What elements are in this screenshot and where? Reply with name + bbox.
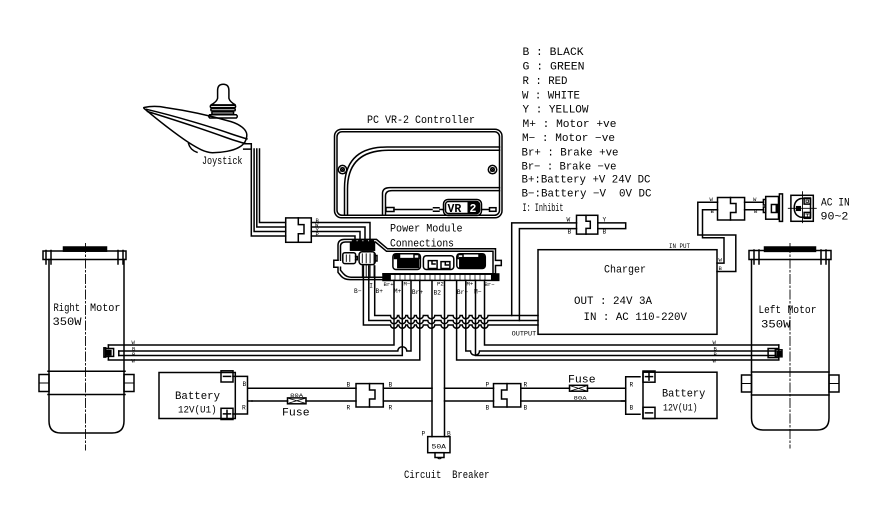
svg-text:IN PUT: IN PUT [669, 243, 690, 250]
svg-text:R: R [389, 405, 393, 412]
svg-text:Fuse: Fuse [282, 408, 310, 420]
svg-text:B: B [524, 405, 528, 412]
svg-text:B−:Battery −V 0V DC: B−:Battery −V 0V DC [522, 189, 652, 201]
svg-text:80A: 80A [574, 395, 588, 402]
svg-text:Y: Y [316, 226, 320, 233]
svg-text:Circuit Breaker: Circuit Breaker [404, 470, 490, 482]
svg-text:VR: VR [448, 203, 462, 216]
svg-text:B: B [754, 208, 758, 215]
svg-text:Y : YELLOW: Y : YELLOW [523, 105, 590, 117]
svg-text:P: P [422, 431, 426, 438]
svg-text:B: B [347, 382, 351, 389]
svg-text:90~2: 90~2 [821, 212, 849, 224]
svg-text:50A: 50A [432, 444, 447, 451]
svg-text:B: B [603, 229, 607, 236]
svg-text:Motor: Motor [90, 303, 121, 315]
svg-text:B: B [711, 208, 715, 215]
svg-text:B: B [568, 229, 572, 236]
svg-text:Battery: Battery [175, 391, 221, 403]
svg-text:B: B [316, 217, 320, 224]
svg-text:PC VR-2 Controller: PC VR-2 Controller [367, 115, 475, 127]
svg-text:P: P [486, 382, 490, 389]
svg-text:W : WHITE: W : WHITE [522, 91, 580, 103]
svg-text:B: B [714, 351, 718, 358]
svg-text:W: W [132, 339, 136, 346]
svg-text:Charger: Charger [604, 265, 646, 277]
svg-text:P2: P2 [437, 281, 444, 288]
svg-text:G : GREEN: G : GREEN [523, 62, 585, 74]
svg-text:IN : AC 110-220V: IN : AC 110-220V [584, 312, 688, 324]
svg-text:R: R [524, 382, 528, 389]
svg-text:Br+: Br+ [412, 289, 423, 296]
svg-text:Joystick: Joystick [202, 156, 243, 168]
svg-text:Br−: Br− [485, 281, 496, 288]
svg-text:B: B [132, 351, 136, 358]
svg-text:Right: Right [54, 303, 81, 315]
svg-text:B−: B− [354, 288, 362, 295]
svg-text:W: W [719, 257, 723, 264]
svg-text:Motor: Motor [788, 305, 817, 317]
svg-text:B: B [243, 381, 247, 388]
svg-text:B2: B2 [434, 290, 442, 297]
svg-text:Power Module: Power Module [390, 224, 463, 236]
svg-text:W: W [710, 196, 714, 203]
svg-text:W: W [713, 339, 717, 346]
svg-text:R: R [242, 405, 246, 412]
svg-text:OUT : 24V 3A: OUT : 24V 3A [574, 296, 653, 308]
svg-text:Br+ : Brake +ve: Br+ : Brake +ve [522, 148, 619, 160]
svg-text:2: 2 [470, 203, 477, 216]
svg-text:R : RED: R : RED [523, 76, 568, 88]
svg-text:B: B [630, 405, 634, 412]
svg-text:R: R [630, 382, 634, 389]
svg-text:350W: 350W [53, 317, 83, 329]
svg-text:B+: B+ [376, 288, 384, 295]
svg-text:B: B [714, 346, 718, 353]
svg-text:Left: Left [759, 305, 782, 317]
svg-text:Fuse: Fuse [568, 375, 596, 387]
svg-text:P: P [316, 231, 320, 238]
svg-text:R: R [347, 405, 351, 412]
svg-text:12V(U1): 12V(U1) [178, 405, 217, 417]
svg-text:M−: M− [474, 289, 482, 296]
svg-text:OUTPUT: OUTPUT [512, 331, 537, 338]
svg-text:Connections: Connections [390, 239, 454, 251]
svg-text:Br− : Brake −ve: Br− : Brake −ve [522, 162, 617, 174]
svg-text:Br+: Br+ [384, 281, 395, 288]
svg-text:B: B [132, 346, 136, 353]
svg-text:M+: M+ [467, 281, 474, 288]
svg-text:I: Inhibit: I: Inhibit [523, 203, 564, 215]
svg-text:Battery: Battery [662, 389, 706, 401]
svg-text:W: W [132, 358, 136, 365]
svg-text:M+ : Motor +ve: M+ : Motor +ve [523, 119, 617, 131]
svg-text:AC IN: AC IN [821, 198, 850, 210]
svg-text:M+: M+ [394, 288, 402, 295]
svg-text:B+:Battery +V 24V DC: B+:Battery +V 24V DC [522, 175, 651, 187]
svg-text:Br−: Br− [457, 289, 468, 296]
svg-text:B: B [447, 431, 451, 438]
svg-text:I: I [369, 283, 373, 290]
svg-text:M− : Motor −ve: M− : Motor −ve [522, 133, 615, 145]
svg-text:W: W [713, 358, 717, 365]
svg-text:80A: 80A [290, 392, 304, 399]
svg-text:W: W [567, 217, 571, 224]
svg-text:12V(U1): 12V(U1) [663, 403, 698, 415]
svg-text:Y: Y [603, 217, 607, 224]
svg-text:M−: M− [404, 281, 411, 288]
svg-text:350W: 350W [761, 320, 791, 332]
svg-text:B: B [389, 382, 393, 389]
svg-text:B : BLACK: B : BLACK [523, 47, 585, 59]
svg-text:W: W [315, 222, 319, 229]
svg-text:B: B [719, 265, 723, 272]
svg-text:B: B [486, 405, 490, 412]
svg-text:W: W [753, 196, 757, 203]
